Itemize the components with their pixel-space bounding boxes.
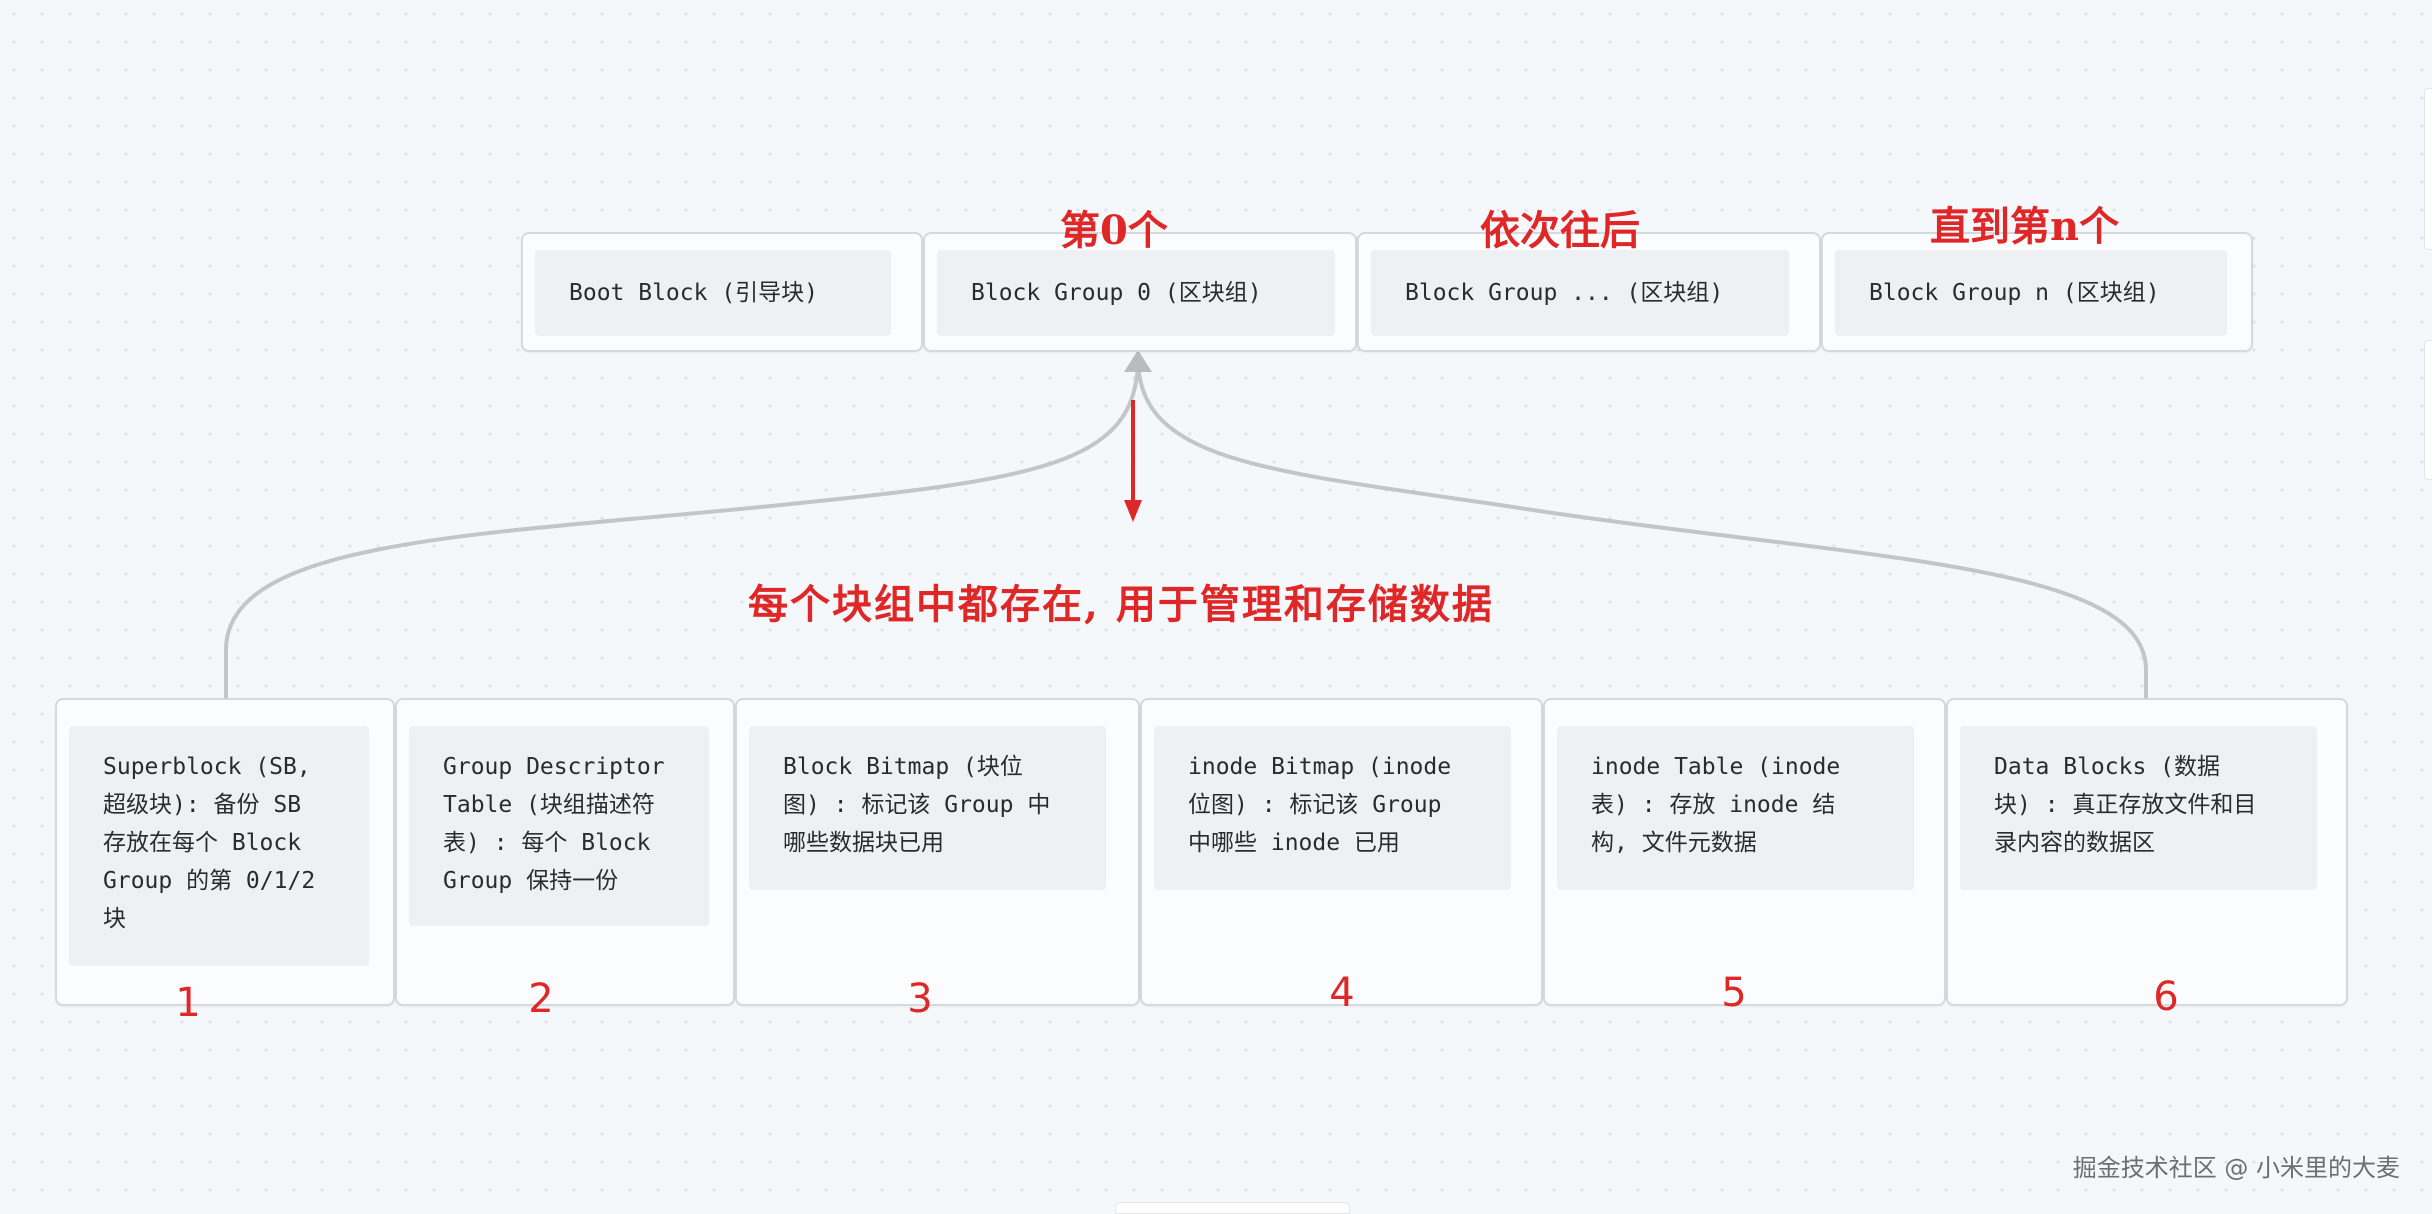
annotation-main: 每个块组中都存在, 用于管理和存储数据: [748, 581, 1494, 628]
block-number-4: 4: [1329, 970, 1355, 1016]
top-block-group-n-label: Block Group n (区块组): [1835, 250, 2227, 336]
top-block-group-0-label: Block Group 0 (区块组): [937, 250, 1335, 336]
bottom-block-inode-table-label: inode Table (inode 表) : 存放 inode 结 构, 文件…: [1557, 726, 1914, 890]
connector-arrowhead: [1124, 350, 1152, 372]
top-block-boot[interactable]: Boot Block (引导块): [521, 232, 923, 352]
block-number-5: 5: [1721, 970, 1747, 1016]
bottom-block-data-blocks-label: Data Blocks (数据 块) : 真正存放文件和目 录内容的数据区: [1960, 726, 2317, 890]
bottom-block-superblock[interactable]: Superblock (SB, 超级块): 备份 SB 存放在每个 Block …: [55, 698, 395, 1006]
top-block-group-0[interactable]: Block Group 0 (区块组): [923, 232, 1357, 352]
top-block-group-ellipsis[interactable]: Block Group ... (区块组): [1357, 232, 1821, 352]
top-block-boot-label: Boot Block (引导块): [535, 250, 891, 336]
right-panel-handle-bottom[interactable]: [2424, 340, 2432, 480]
right-panel-handle-top[interactable]: [2424, 88, 2432, 250]
bottom-block-block-bitmap-label: Block Bitmap (块位 图) : 标记该 Group 中 哪些数据块已…: [749, 726, 1106, 890]
red-arrowhead: [1124, 500, 1142, 522]
right-panel-handles: [2424, 0, 2432, 1211]
bottom-block-superblock-label: Superblock (SB, 超级块): 备份 SB 存放在每个 Block …: [69, 726, 369, 966]
connector-right: [1136, 357, 2148, 698]
top-block-group-ellipsis-label: Block Group ... (区块组): [1371, 250, 1789, 336]
block-number-1: 1: [175, 980, 201, 1026]
bottom-block-inode-bitmap[interactable]: inode Bitmap (inode 位图) : 标记该 Group 中哪些 …: [1140, 698, 1543, 1006]
block-number-3: 3: [907, 976, 933, 1022]
connector-left: [224, 357, 1140, 698]
bottom-block-group-descriptor-label: Group Descriptor Table (块组描述符 表) : 每个 Bl…: [409, 726, 709, 926]
top-block-group-n[interactable]: Block Group n (区块组): [1821, 232, 2253, 352]
bottom-block-group-descriptor[interactable]: Group Descriptor Table (块组描述符 表) : 每个 Bl…: [395, 698, 735, 1006]
annotation-in-between: 依次往后: [1480, 207, 1640, 254]
block-number-6: 6: [2153, 974, 2179, 1020]
bottom-block-data-blocks[interactable]: Data Blocks (数据 块) : 真正存放文件和目 录内容的数据区: [1946, 698, 2348, 1006]
block-number-2: 2: [528, 976, 554, 1022]
watermark: 掘金技术社区 @ 小米里的大麦: [2072, 1154, 2400, 1182]
bottom-toolbar-handle[interactable]: [1115, 1202, 1350, 1214]
bottom-block-block-bitmap[interactable]: Block Bitmap (块位 图) : 标记该 Group 中 哪些数据块已…: [735, 698, 1140, 1006]
annotation-until-n: 直到第n个: [1930, 203, 2120, 250]
bottom-block-inode-bitmap-label: inode Bitmap (inode 位图) : 标记该 Group 中哪些 …: [1154, 726, 1511, 890]
bottom-block-inode-table[interactable]: inode Table (inode 表) : 存放 inode 结 构, 文件…: [1543, 698, 1946, 1006]
annotation-group-0: 第0个: [1060, 207, 1168, 254]
